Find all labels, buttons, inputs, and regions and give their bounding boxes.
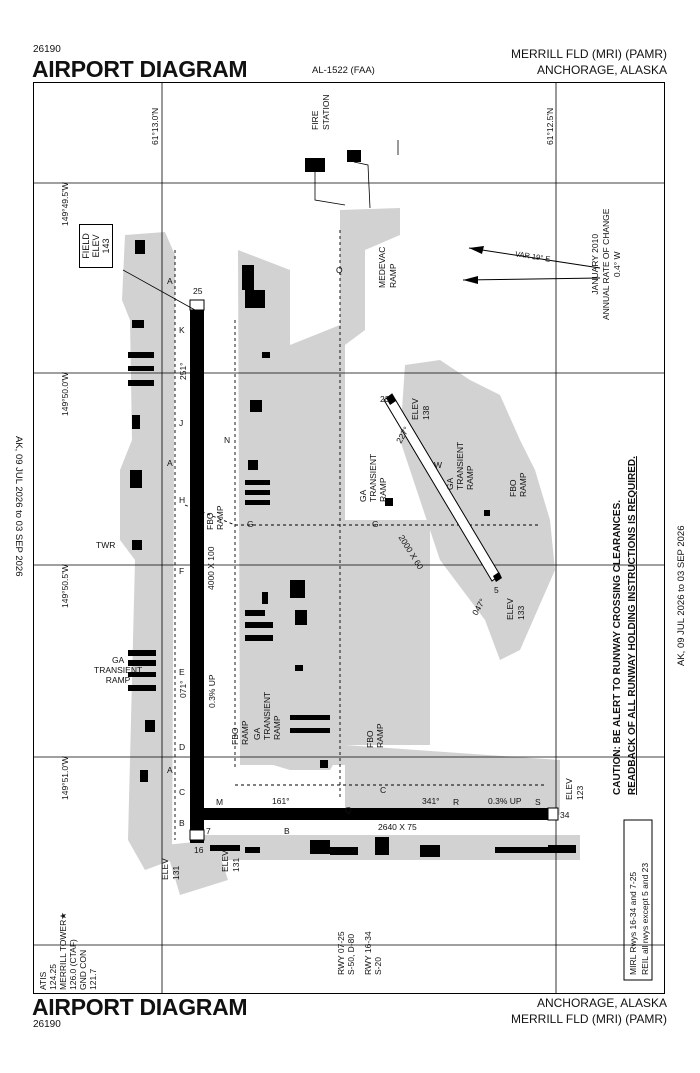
rwy-16-label: 16 xyxy=(194,845,204,855)
heading-161: 161° xyxy=(272,796,290,806)
taxiway-d-label: D xyxy=(179,742,186,752)
coord-lon-right: 61°12.5'N xyxy=(545,107,555,145)
west-ramp xyxy=(120,232,175,870)
caution-line-1: CAUTION: BE ALERT TO RUNWAY CROSSING CLE… xyxy=(612,499,623,795)
taxiway-a-label-3: A xyxy=(167,765,173,775)
rwy-16-34-dims: 4000 X 100 xyxy=(206,546,216,590)
taxiway-c-label-2: C xyxy=(380,785,387,795)
footer-airport-name: MERRILL FLD (MRI) (PAMR) xyxy=(511,1012,667,1026)
taxiway-j-label: J xyxy=(179,418,184,428)
slope-label-2: 0.3% UP xyxy=(488,796,522,806)
sw-apron xyxy=(165,840,228,895)
coord-lon-left: 61°13.0'N xyxy=(150,107,160,145)
taxiway-a-label: A xyxy=(167,276,173,286)
taxiway-k-label: K xyxy=(179,325,185,335)
se-ramp xyxy=(345,745,560,815)
east-ramp xyxy=(345,520,430,745)
taxiway-w-label: W xyxy=(434,460,443,470)
runway-07-25 xyxy=(203,808,550,820)
taxiway-q-label: Q xyxy=(345,805,352,815)
rwy-34-label: 34 xyxy=(560,810,570,820)
coord-lat-1: 149°49.5'W xyxy=(60,182,70,226)
taxiway-a-label-2: A xyxy=(167,458,173,468)
taxiway-n-label: N xyxy=(224,435,231,445)
caution-line-2: READBACK OF ALL RUNWAY HOLDING INSTRUCTI… xyxy=(627,456,638,795)
taxiway-h-label: H xyxy=(179,495,186,505)
coord-lat-3: 149°50.5'W xyxy=(60,564,70,608)
taxiway-r-label: R xyxy=(453,797,460,807)
airport-location: ANCHORAGE, ALASKA xyxy=(536,63,667,77)
twr-label: TWR xyxy=(96,540,116,550)
lighting-box xyxy=(623,819,653,981)
slope-label-1: 0.3% UP xyxy=(207,674,217,708)
diagram-frame xyxy=(33,82,665,994)
rwy-5-label: 5 xyxy=(494,585,499,595)
taxiway-b-label-2: B xyxy=(284,826,290,836)
taxiway-s-label: S xyxy=(535,797,541,807)
coord-lat-2: 149°50.0'W xyxy=(60,372,70,416)
taxiway-c-label: C xyxy=(179,787,186,797)
taxiway-b-label: B xyxy=(179,818,185,828)
footer-location: ANCHORAGE, ALASKA xyxy=(536,996,667,1010)
taxiway-g-label-2: G xyxy=(372,519,379,529)
rwy-25-label: 25 xyxy=(193,286,203,296)
runway-16-34 xyxy=(190,308,204,843)
faa-reference: AL-1522 (FAA) xyxy=(312,65,375,76)
heading-251: 251° xyxy=(178,362,188,380)
rwy-7-label: 7 xyxy=(206,826,211,836)
chart-number-top: 26190 xyxy=(33,44,61,55)
rwy-23-label: 23 xyxy=(380,394,390,404)
taxiway-f-label: F xyxy=(179,566,185,576)
heading-341: 341° xyxy=(422,796,440,806)
south-ramp xyxy=(240,530,345,765)
taxiway-q-label-2: Q xyxy=(336,265,343,275)
ne-ramp xyxy=(400,360,555,660)
chart-number-bottom: 26190 xyxy=(33,1019,61,1030)
taxiway-e-label: E xyxy=(179,667,185,677)
rwy-05-23-dims: 2640 X 75 xyxy=(378,822,417,832)
heading-071: 071° xyxy=(178,680,188,698)
taxiway-m-label: M xyxy=(216,797,224,807)
airport-name: MERRILL FLD (MRI) (PAMR) xyxy=(511,47,667,61)
taxiway-g-label: G xyxy=(247,519,254,529)
coord-lat-4: 149°51.0'W xyxy=(60,756,70,800)
page-title: AIRPORT DIAGRAM xyxy=(32,56,248,82)
footer-title: AIRPORT DIAGRAM xyxy=(32,994,248,1020)
